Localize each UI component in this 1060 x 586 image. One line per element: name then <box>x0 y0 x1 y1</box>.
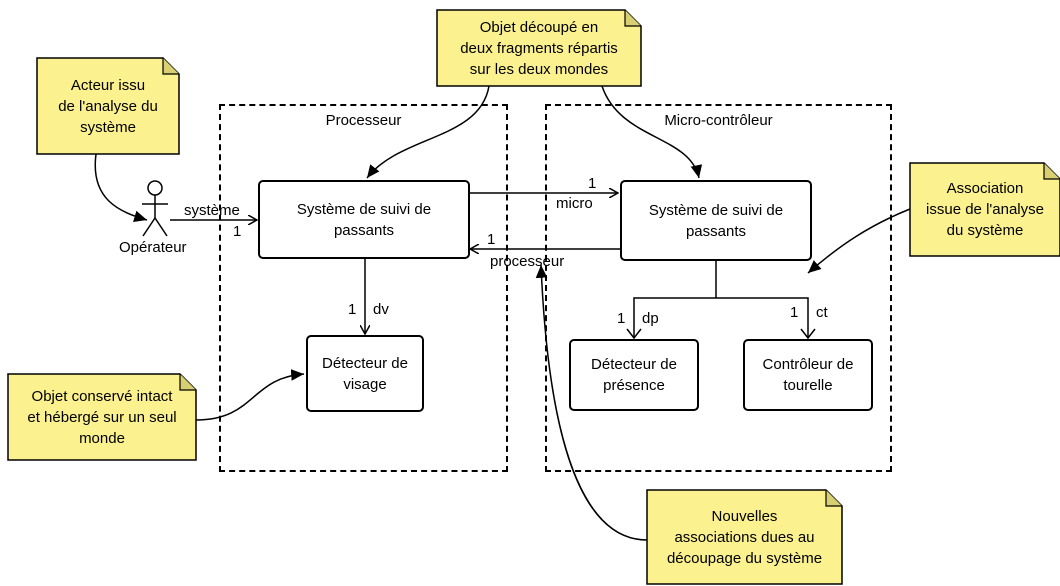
region-micro-controleur-title: Micro-contrôleur <box>664 112 773 129</box>
systeme-role-label: système <box>184 202 240 219</box>
systeme-mult-label: 1 <box>233 223 242 240</box>
class-suivi-micro[interactable]: Système de suivi de passants <box>620 180 812 261</box>
note-objet-conserve: Objet conservé intact et hébergé sur un … <box>27 387 177 447</box>
note-nouvelles-associations: Nouvelles associations dues au découpage… <box>666 507 823 567</box>
class-detecteur-visage[interactable]: Détecteur de visage <box>306 335 424 412</box>
note-association-issue: Association issue de l'analyse du systèm… <box>926 180 1044 239</box>
connector-objet-conserve <box>195 369 305 421</box>
note-acteur-issu: Acteur issu de l'analyse du système <box>58 76 158 136</box>
dp-role-label: dp <box>642 310 659 327</box>
note-objet-decoupe-shape <box>436 9 642 87</box>
ct-role-label: ct <box>816 304 828 321</box>
connector-acteur <box>94 153 148 222</box>
actor-label: Opérateur <box>119 239 187 256</box>
class-suivi-processeur[interactable]: Système de suivi de passants <box>258 180 470 259</box>
micro-mult-label: 1 <box>588 175 597 192</box>
actor-figure <box>142 180 168 237</box>
note-nouvelles-associations-shape <box>646 489 843 585</box>
processeur-role-label: processeur <box>490 253 565 270</box>
assoc-dp-ct <box>633 261 809 338</box>
note-objet-conserve-shape <box>7 373 197 461</box>
micro-role-label: micro <box>556 195 593 212</box>
note-acteur-issu-shape <box>36 57 180 155</box>
connector-objet-decoupe-right <box>601 85 703 179</box>
note-association-issue-shape <box>909 162 1060 257</box>
connector-association <box>807 208 911 274</box>
processeur-mult-label: 1 <box>487 231 496 248</box>
dv-role-label: dv <box>373 301 389 318</box>
connector-nouvelles <box>535 264 648 541</box>
region-processeur <box>219 104 508 472</box>
class-controleur-tourelle[interactable]: Contrôleur de tourelle <box>743 339 873 411</box>
dv-mult-label: 1 <box>348 301 357 318</box>
dp-mult-label: 1 <box>617 310 626 327</box>
connector-objet-decoupe-left <box>366 85 490 179</box>
region-processeur-title: Processeur <box>325 112 402 129</box>
note-objet-decoupe: Objet découpé en deux fragments répartis… <box>460 18 618 78</box>
class-detecteur-presence[interactable]: Détecteur de présence <box>569 339 699 411</box>
region-micro-controleur <box>545 104 892 472</box>
ct-mult-label: 1 <box>790 304 799 321</box>
